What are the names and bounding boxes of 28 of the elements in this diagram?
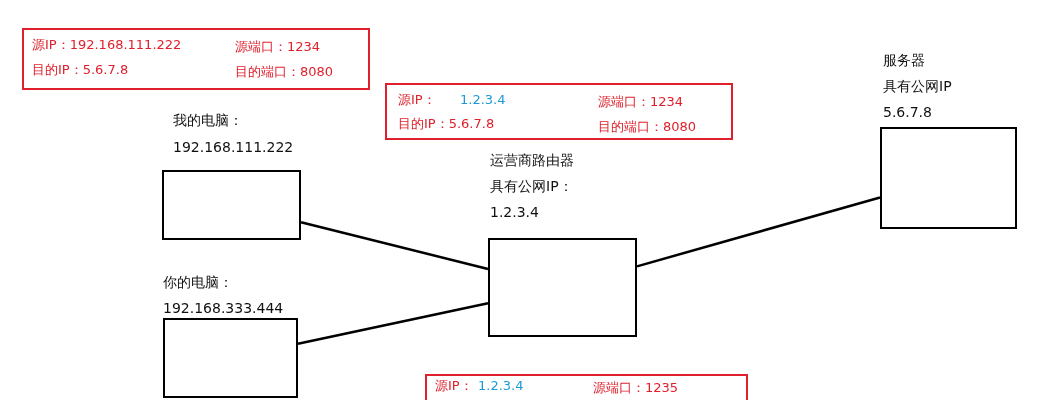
device-label: 我的电脑：	[173, 111, 243, 129]
packet-info-box	[425, 374, 748, 400]
packet-field-text: 源端口：1235	[593, 379, 679, 397]
device-label: 5.6.7.8	[883, 103, 932, 121]
packet-field-text: 目的IP：5.6.7.8	[32, 61, 129, 79]
packet-field-text: 目的端口：8080	[235, 63, 334, 81]
device-label: 192.168.111.222	[173, 138, 294, 156]
device-label: 具有公网IP：	[490, 177, 573, 195]
device-label: 192.168.333.444	[163, 299, 284, 317]
device-label: 1.2.3.4	[490, 203, 539, 221]
packet-field-text: 目的端口：8080	[598, 118, 697, 136]
device-label: 运营商路由器	[490, 151, 574, 169]
device-label: 你的电脑：	[163, 273, 233, 291]
packet-field-text: 1.2.3.4	[478, 377, 524, 395]
packet-field-text: 源IP：	[398, 91, 436, 109]
packet-info-box	[385, 83, 733, 140]
device-label: 服务器	[883, 51, 925, 69]
packet-field-text: 源端口：1234	[598, 93, 684, 111]
packet-info-box	[22, 28, 370, 90]
packet-field-text: 源IP：	[435, 377, 473, 395]
packet-field-text: 源IP：192.168.111.222	[32, 36, 182, 54]
packet-field-text: 1.2.3.4	[460, 91, 506, 109]
device-label: 具有公网IP	[883, 77, 952, 95]
packet-field-text: 源端口：1234	[235, 38, 321, 56]
connection-line	[300, 221, 489, 271]
packet-field-text: 目的IP：5.6.7.8	[398, 115, 495, 133]
connection-line	[636, 196, 881, 268]
connection-line	[297, 302, 489, 345]
